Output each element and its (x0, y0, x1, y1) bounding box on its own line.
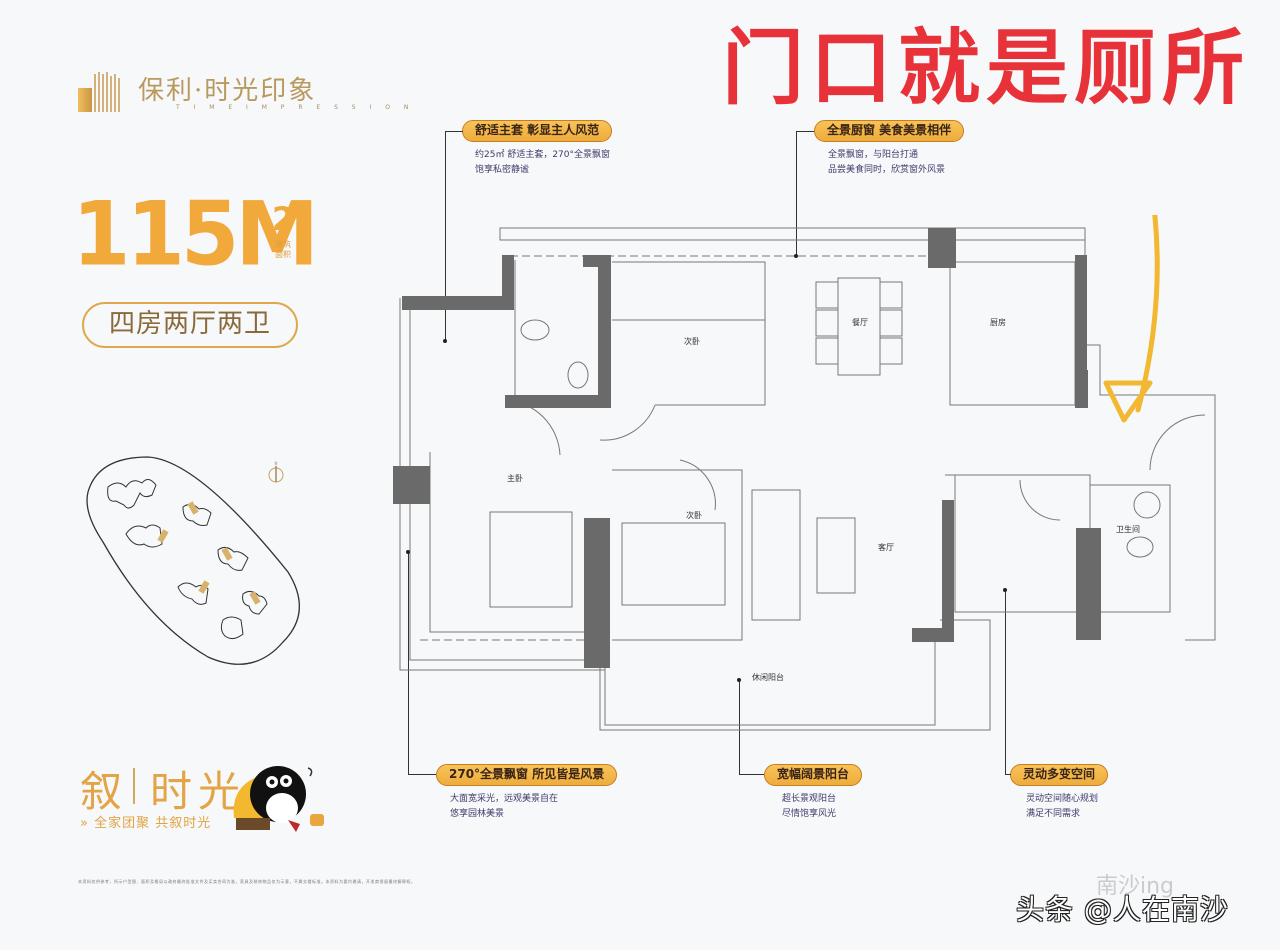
room-label-kitchen: 厨房 (990, 317, 1006, 327)
slogan-subtitle: » 全家团聚 共叙时光 (80, 816, 212, 831)
floor-plan: 次卧 餐厅 厨房 主卧 次卧 客厅 卫生间 休闲阳台 (393, 215, 1216, 731)
callout-kitchen-window-title: 全景厨窗 美食美景相伴 (814, 120, 965, 142)
site-plan-map (86, 456, 300, 665)
room-label-second-bedroom: 次卧 (684, 336, 700, 346)
unit-layout-badge: 四房两厅两卫 (82, 302, 298, 348)
leader-line (445, 131, 463, 132)
callout-master-suite-title: 舒适主套 彰显主人风范 (462, 120, 613, 142)
room-label-dining: 餐厅 (852, 318, 868, 327)
leader-line (1005, 590, 1006, 775)
leader-line (739, 680, 740, 775)
callout-balcony-desc-1: 超长景观阳台 (782, 794, 837, 804)
callout-kitchen-window-desc-2: 品尝美食同时，欣赏窗外风景 (828, 165, 946, 175)
double-chevron-icon: » (80, 816, 95, 831)
svg-text:N: N (275, 461, 278, 466)
entrance-arrow-icon (1103, 215, 1160, 423)
callout-flex-space-desc-2: 满足不同需求 (1026, 809, 1081, 819)
brand-name: 保利·时光印象 (138, 76, 317, 106)
watermark-ghost: 南沙ing (1096, 874, 1175, 899)
north-compass-icon: N (268, 461, 284, 483)
slogan-divider (133, 768, 135, 804)
room-label-master-bedroom: 主卧 (507, 473, 523, 483)
callout-kitchen-window-desc-1: 全景飘窗，与阳台打通 (828, 150, 919, 160)
callout-flex-space-desc-1: 灵动空间随心规划 (1026, 794, 1099, 804)
slogan-main: 时光 (150, 767, 247, 816)
room-label-living: 客厅 (878, 542, 894, 552)
brand-logo-icon (78, 72, 120, 112)
leader-line (796, 131, 814, 132)
penguin-mascot-icon (233, 766, 324, 832)
leader-line (796, 131, 797, 256)
callout-master-suite-desc-1: 约25㎡ 舒适主套，270°全景飘窗 (475, 150, 610, 160)
leader-line (408, 552, 409, 775)
leader-line (445, 131, 446, 341)
room-label-bathroom: 卫生间 (1116, 524, 1140, 534)
room-label-balcony: 休闲阳台 (752, 672, 784, 682)
callout-bay-window-desc-2: 悠享园林美景 (450, 809, 505, 819)
unit-area-note: 建筑面积 (275, 240, 291, 259)
callout-master-suite-desc-2: 饱享私密静谧 (475, 165, 530, 175)
headline-title: 门口就是厕所 (722, 21, 1251, 116)
leader-line (408, 774, 436, 775)
legal-disclaimer: 本资料仅供参考，所示户型图、面积及格局以政府最终批准文件及买卖合同为准，家具及装… (78, 879, 416, 884)
slogan-char: 叙 (80, 767, 129, 816)
callout-bay-window-desc-1: 大面宽采光，远观美景自在 (450, 794, 559, 804)
room-label-bedroom: 次卧 (686, 510, 702, 520)
leader-line (739, 774, 764, 775)
callout-balcony-title: 宽幅阔景阳台 (764, 764, 863, 786)
callout-balcony-desc-2: 尽情饱享风光 (782, 809, 837, 819)
leader-line (1005, 774, 1011, 775)
unit-area: 115M (72, 182, 319, 286)
unit-area-superscript: 2 (272, 200, 295, 238)
callout-flex-space-title: 灵动多变空间 (1010, 764, 1109, 786)
brand-subtitle: T I M E I M P R E S S I O N (176, 104, 415, 111)
watermark-author: 头条 @人在南沙 (1016, 893, 1229, 926)
callout-bay-window-title: 270°全景飘窗 所见皆是风景 (436, 764, 618, 786)
